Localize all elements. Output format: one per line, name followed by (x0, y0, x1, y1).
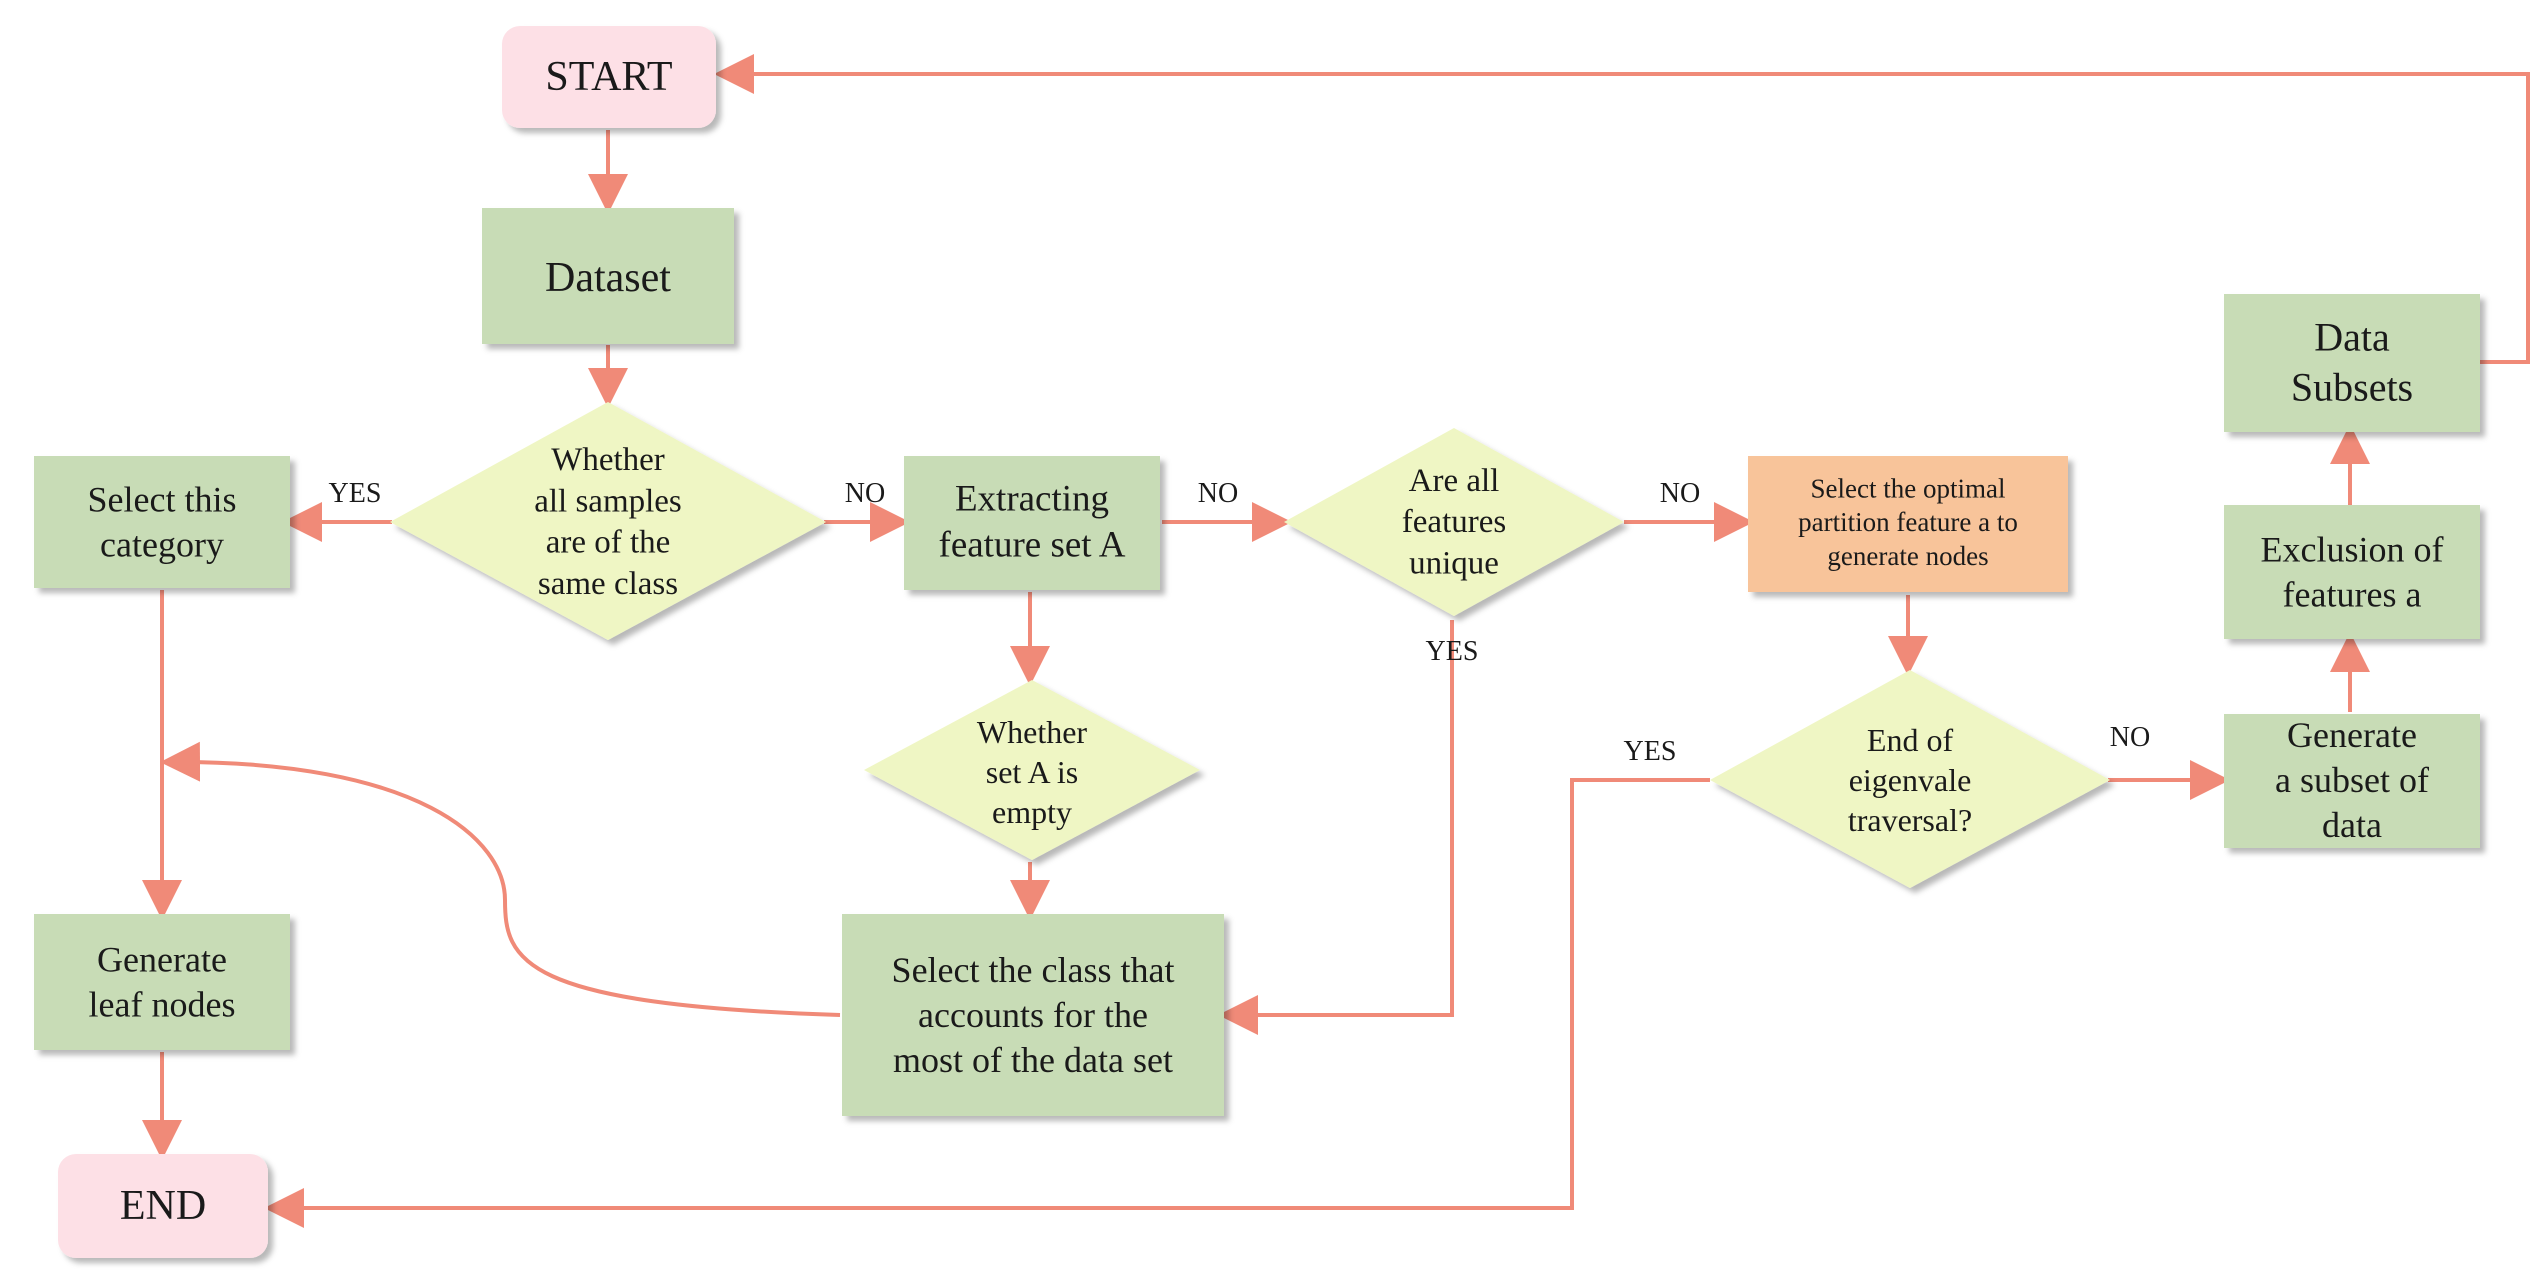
nodes: START Dataset Whether all samples are of t… (34, 26, 2480, 1258)
set-empty-decision-shape (864, 680, 1200, 860)
generate-subset-line-2: a subset of (2275, 760, 2429, 800)
data-subsets-node-shape (2224, 294, 2480, 432)
set-empty-decision: Whether set A is empty (864, 680, 1200, 860)
features-unique-decision: Are all features unique (1284, 428, 1624, 616)
extract-features-node-label: Extracting feature set A (939, 478, 1126, 565)
traversal-end-decision-shape (1710, 670, 2110, 888)
extract-features-node: Extracting feature set A (904, 456, 1160, 590)
end-node-shape (58, 1154, 268, 1258)
leaf-nodes-node-label: Generate leaf nodes (89, 940, 236, 1025)
leaf-nodes-node-shape (34, 914, 290, 1050)
edge-majority-curve (160, 741, 841, 1017)
same-class-line-2: all samples (534, 483, 682, 519)
features-unique-line-2: features (1402, 504, 1506, 540)
optimal-partition-node-shape (1748, 456, 2068, 592)
traversal-end-line-3: traversal? (1848, 802, 1972, 838)
leaf-nodes-node: Generate leaf nodes (34, 914, 290, 1050)
generate-subset-node-label: Generate a subset of data (2275, 715, 2429, 845)
same-class-yes-label: YES (329, 478, 382, 509)
data-subsets-line-2: Subsets (2291, 365, 2413, 410)
optimal-partition-line-2: partition feature a to (1798, 507, 2018, 537)
end-node-label: END (120, 1183, 206, 1229)
generate-subset-line-3: data (2322, 805, 2382, 845)
optimal-partition-node: Select the optimal partition feature a to… (1748, 456, 2068, 592)
end-node: END (58, 1154, 268, 1258)
majority-class-line-3: most of the data set (893, 1040, 1173, 1080)
data-subsets-line-1: Data (2314, 315, 2390, 360)
end-line-1: END (120, 1183, 206, 1229)
start-line-1: START (545, 54, 672, 100)
majority-class-line-2: accounts for the (918, 995, 1148, 1035)
generate-subset-node: Generate a subset of data (2224, 714, 2480, 848)
features-unique-decision-shape (1284, 428, 1624, 616)
traversal-no-label: NO (2110, 722, 2150, 753)
traversal-end-decision-label: End of eigenvale traversal? (1848, 722, 1972, 838)
optimal-partition-node-label: Select the optimal partition feature a to… (1798, 473, 2018, 571)
extract-features-line-1: Extracting (955, 478, 1109, 519)
generate-subset-node-shape (2224, 714, 2480, 848)
select-category-line-2: category (100, 525, 224, 565)
same-class-decision-shape (390, 402, 826, 640)
same-class-line-1: Whether (551, 442, 665, 478)
traversal-end-decision: End of eigenvale traversal? (1710, 670, 2110, 888)
exclude-feature-node-shape (2224, 505, 2480, 639)
edge-unique-majority (1218, 620, 1454, 1035)
edge-subsets-start (714, 54, 2530, 364)
traversal-end-line-1: End of (1867, 722, 1954, 758)
leaf-nodes-line-1: Generate (97, 940, 227, 980)
start-node-shape (502, 26, 716, 128)
features-unique-line-3: unique (1409, 545, 1499, 581)
unique-no-label: NO (1660, 478, 1700, 509)
majority-class-node-label: Select the class that accounts for the mos… (892, 950, 1175, 1080)
same-class-no-label: NO (845, 478, 885, 509)
exclude-feature-node: Exclusion of features a (2224, 505, 2480, 639)
dataset-line-1: Dataset (545, 255, 671, 301)
same-class-decision: Whether all samples are of the same class (390, 402, 826, 640)
start-node-label: START (545, 54, 672, 100)
exclude-feature-node-label: Exclusion of features a (2261, 530, 2444, 615)
same-class-line-3: are of the (546, 525, 671, 561)
majority-class-node: Select the class that accounts for the mos… (842, 914, 1224, 1116)
majority-class-node-shape (842, 914, 1224, 1116)
exclude-feature-line-2: features a (2283, 575, 2422, 615)
traversal-end-line-2: eigenvale (1849, 762, 1972, 798)
set-empty-line-3: empty (992, 794, 1072, 830)
unique-yes-label: YES (1426, 636, 1479, 667)
extract-features-node-shape (904, 456, 1160, 590)
set-empty-line-1: Whether (977, 714, 1088, 750)
leaf-nodes-line-2: leaf nodes (89, 985, 236, 1025)
optimal-partition-line-3: generate nodes (1827, 541, 1988, 571)
start-node: START (502, 26, 716, 128)
dataset-node: Dataset (482, 208, 734, 344)
traversal-yes-label: YES (1624, 736, 1677, 767)
generate-subset-line-1: Generate (2287, 715, 2417, 755)
select-category-node-shape (34, 456, 290, 588)
edges (142, 54, 2530, 1228)
features-unique-decision-label: Are all features unique (1402, 463, 1506, 582)
same-class-decision-label: Whether all samples are of the same class (534, 442, 682, 602)
select-category-line-1: Select this (88, 480, 237, 520)
majority-class-line-1: Select the class that (892, 950, 1175, 990)
optimal-partition-line-1: Select the optimal (1811, 473, 2006, 503)
edge-labels: YES NO NO NO YES YES NO (329, 478, 2151, 767)
exclude-feature-line-1: Exclusion of (2261, 530, 2444, 570)
edge-traversal-end (264, 778, 1710, 1228)
same-class-line-4: same class (538, 566, 678, 602)
dataset-node-label: Dataset (545, 255, 671, 301)
extract-features-line-2: feature set A (939, 525, 1126, 566)
features-unique-line-1: Are all (1409, 463, 1500, 499)
set-empty-decision-label: Whether set A is empty (977, 714, 1088, 830)
extract-no-label: NO (1198, 478, 1238, 509)
select-category-node: Select this category (34, 456, 290, 588)
set-empty-line-2: set A is (986, 754, 1078, 790)
select-category-node-label: Select this category (88, 480, 237, 565)
dataset-node-shape (482, 208, 734, 344)
